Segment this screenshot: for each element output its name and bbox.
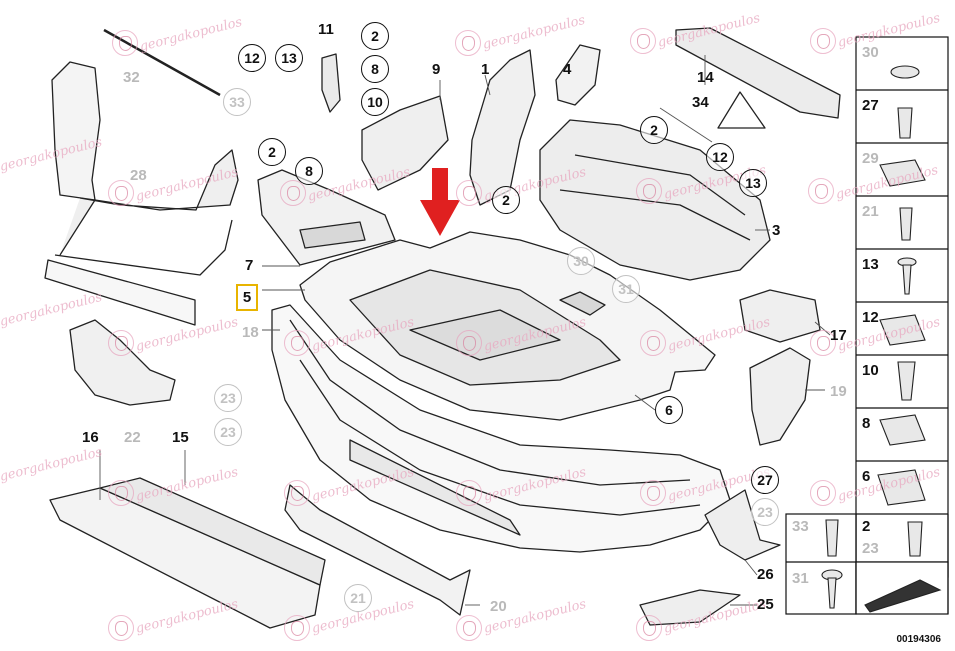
bracket-part-17	[739, 289, 821, 343]
strip-part-20	[284, 484, 471, 616]
callout-5-highlighted[interactable]: 5	[236, 284, 258, 311]
legend-item-31: 31	[792, 570, 809, 587]
watermark-logo-icon	[284, 330, 310, 356]
circled-callout-23: 23	[751, 498, 779, 526]
watermark-logo-icon	[630, 28, 656, 54]
circled-callout-8: 8	[361, 55, 389, 83]
watermark-logo-icon	[810, 480, 836, 506]
legend-item-23: 23	[862, 540, 879, 557]
catalog-number: 00194306	[896, 634, 942, 645]
watermark-logo-icon	[640, 330, 666, 356]
circled-callout-31: 31	[612, 275, 640, 303]
callout-7: 7	[245, 257, 254, 274]
callout-26: 26	[757, 566, 774, 583]
callout-17: 17	[830, 327, 847, 344]
watermark-logo-icon	[810, 28, 836, 54]
callout-32: 32	[123, 69, 140, 86]
legend-item-29: 29	[862, 150, 879, 167]
watermark-logo-icon	[284, 615, 310, 641]
legend-item-10: 10	[862, 362, 879, 379]
legend-item-27: 27	[862, 97, 879, 114]
part-19	[749, 347, 811, 446]
legend-item-2: 2	[862, 518, 871, 535]
callout-1: 1	[481, 61, 490, 78]
watermark-logo-icon	[455, 30, 481, 56]
circled-callout-27: 27	[751, 466, 779, 494]
watermark-logo-icon	[108, 615, 134, 641]
watermark-logo-icon	[636, 178, 662, 204]
circled-callout-13: 13	[739, 169, 767, 197]
legend-item-33: 33	[792, 518, 809, 535]
callout-20: 20	[490, 598, 507, 615]
callout-18: 18	[242, 324, 259, 341]
circled-callout-23: 23	[214, 384, 242, 412]
callout-4: 4	[563, 61, 572, 78]
callout-19: 19	[830, 383, 847, 400]
strip-part-28	[44, 259, 196, 326]
watermark-logo-icon	[108, 330, 134, 356]
watermark-logo-icon	[810, 330, 836, 356]
callout-15: 15	[172, 429, 189, 446]
watermark-logo-icon	[456, 615, 482, 641]
callout-9: 9	[432, 61, 441, 78]
circled-callout-10: 10	[361, 88, 389, 116]
circled-callout-33: 33	[223, 88, 251, 116]
circled-callout-21: 21	[344, 584, 372, 612]
bracket-part-11	[321, 53, 341, 113]
strip-part-14	[675, 27, 841, 119]
watermark-logo-icon	[636, 615, 662, 641]
air-duct-left-upper	[51, 61, 101, 201]
circled-callout-30: 30	[567, 247, 595, 275]
callout-11: 11	[318, 21, 334, 38]
legend-item-13: 13	[862, 256, 879, 273]
watermark-logo-icon	[456, 180, 482, 206]
callout-14: 14	[697, 69, 714, 86]
callout-3: 3	[772, 222, 781, 239]
callout-22: 22	[124, 429, 141, 446]
circled-callout-13: 13	[275, 44, 303, 72]
circled-callout-12: 12	[706, 143, 734, 171]
watermark-logo-icon	[280, 180, 306, 206]
legend-item-21: 21	[862, 203, 879, 220]
circled-callout-6: 6	[655, 396, 683, 424]
part-4	[555, 44, 601, 106]
circled-callout-8: 8	[295, 157, 323, 185]
watermark-logo-icon	[456, 330, 482, 356]
circled-callout-2: 2	[492, 186, 520, 214]
callout-34: 34	[692, 94, 709, 111]
legend-item-8: 8	[862, 415, 871, 432]
legend-item-6: 6	[862, 468, 871, 485]
watermark-logo-icon	[640, 480, 666, 506]
circled-callout-2: 2	[258, 138, 286, 166]
callout-16: 16	[82, 429, 99, 446]
warning-label-part-34	[717, 91, 766, 129]
legend-item-12: 12	[862, 309, 879, 326]
duct-part-1	[469, 49, 536, 206]
bracket-part-26	[704, 489, 781, 561]
watermark-logo-icon	[112, 30, 138, 56]
circled-callout-2: 2	[640, 116, 668, 144]
circled-callout-23: 23	[214, 418, 242, 446]
red-arrow-icon	[420, 168, 460, 236]
callout-25: 25	[757, 596, 774, 613]
watermark-logo-icon	[108, 180, 134, 206]
watermark-logo-icon	[284, 480, 310, 506]
duct-part-22	[69, 319, 176, 406]
legend-item-30: 30	[862, 44, 879, 61]
bracket-part-9	[361, 95, 449, 191]
watermark-logo-icon	[108, 480, 134, 506]
watermark-logo-icon	[808, 178, 834, 204]
circled-callout-2: 2	[361, 22, 389, 50]
callout-28: 28	[130, 167, 147, 184]
watermark-logo-icon	[456, 480, 482, 506]
bumper-carrier-part-18	[271, 304, 731, 553]
circled-callout-12: 12	[238, 44, 266, 72]
